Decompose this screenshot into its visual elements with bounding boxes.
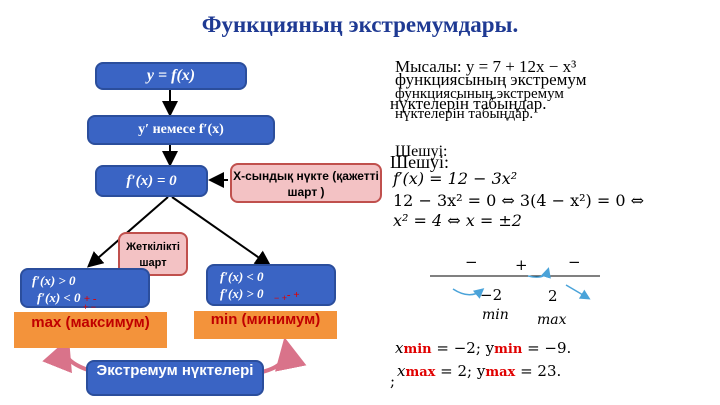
critical-point-neg2: −2 [480, 286, 503, 304]
arrow-5 [171, 196, 272, 267]
arrow-8 [452, 288, 485, 299]
max-condition-line-2: f′(x) < 0 [37, 290, 81, 305]
result-max-sub: max [405, 365, 436, 380]
result-max: xmax = 2; ymax = 23. [397, 362, 561, 380]
result-max-x: x [397, 362, 406, 380]
result-min: xmin = −2; ymin = −9. [395, 339, 571, 357]
equation-1: f′(x) = 12 − 3x² [393, 169, 518, 188]
result-max-sub2: max [485, 365, 516, 380]
page-title: Функцияның экстремумдары. [201, 12, 519, 37]
extremum-points-box: Экстремум нүктелері [86, 360, 264, 396]
max-condition-box: f′(x) > 0 f′(x) < 0 + - [20, 268, 150, 308]
arrow-7 [261, 337, 307, 374]
arrow-9 [527, 267, 551, 279]
example-statement: Мысалы: y = 7 + 12x − x³ функциясының эк… [390, 57, 715, 123]
max-signs: + - [83, 293, 97, 305]
arrow-6 [42, 337, 89, 374]
example-line-3-overlay: нүктелерін табыңдар. [395, 106, 534, 122]
min-label: min [482, 307, 509, 323]
solution-label: Шешуі: [395, 143, 448, 160]
arrow-10 [565, 284, 591, 300]
result-min-sub2: min [494, 342, 523, 357]
max-result-box: max (максимум) [14, 312, 167, 348]
derivative-box: y′ немесе f′(x) [87, 115, 275, 145]
equation-3: x² = 4 ⇔ x = ±2 [393, 211, 522, 230]
max-condition-line-1: f′(x) > 0 [32, 273, 76, 288]
min-condition-line-2: f′(x) > 0 [220, 286, 264, 301]
function-box: y = f(x) [95, 62, 247, 90]
result-min-val2: = −9. [522, 339, 572, 357]
sign-minus-right: − [568, 253, 581, 271]
min-small-sign: − + [274, 293, 288, 303]
result-semicolon: ; [390, 372, 396, 390]
example-line-1: Мысалы: y = 7 + 12x − x³ [395, 57, 577, 76]
example-line-3: нүктелерін табыңдар. [390, 94, 547, 113]
arrow-4 [86, 196, 169, 268]
solution-label-shadow: Шешуі: [390, 152, 450, 172]
result-min-x: x [395, 339, 404, 357]
result-min-val: = −2; y [431, 339, 495, 357]
zero-derivative-box: f′(x) = 0 [95, 165, 208, 197]
necessary-condition-box: Х-сындық нүкте (қажетті шарт ) [230, 163, 382, 203]
sign-plus: + [515, 256, 528, 274]
result-max-val2: = 23. [515, 362, 562, 380]
example-line-1-overlay: функциясының экстремум [395, 70, 587, 89]
min-condition-box: f′(x) < 0 f′(x) > 0 - + [206, 264, 336, 306]
equation-2: 12 − 3x² = 0 ⇔ 3(4 − x²) = 0 ⇔ [393, 191, 644, 210]
min-result-box: min (минимум) [194, 311, 337, 339]
result-min-sub: min [403, 342, 432, 357]
sign-minus-left: − [465, 253, 478, 271]
max-small-sign: + − [83, 302, 97, 312]
example-line-2: функциясының экстремум [395, 86, 564, 102]
max-label: max [537, 312, 567, 328]
min-condition-line-1: f′(x) < 0 [220, 269, 264, 284]
min-signs: - + [286, 289, 300, 301]
result-max-val: = 2; y [435, 362, 486, 380]
critical-point-2: 2 [548, 287, 558, 305]
